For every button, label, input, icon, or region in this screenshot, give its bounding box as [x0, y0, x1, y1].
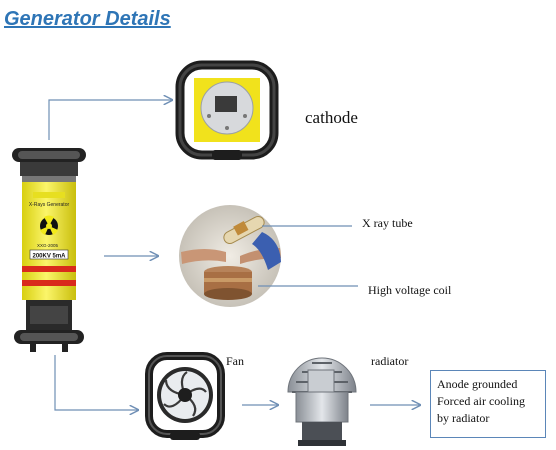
radiator-image	[287, 357, 357, 446]
label-fan: Fan	[226, 354, 244, 368]
xray-generator-image	[12, 148, 86, 352]
label-radiator: radiator	[371, 354, 409, 368]
label-xray-tube: X ray tube	[362, 216, 413, 230]
arrow-to-fan	[54, 355, 138, 410]
label-cathode: cathode	[305, 108, 358, 127]
note-line-3: by radiator	[437, 411, 490, 425]
connector-lines	[48, 100, 420, 410]
note-line-2: Forced air cooling	[437, 394, 525, 408]
device-name-text: X-Rays Generator	[29, 202, 70, 208]
xray-tube-photo	[179, 205, 281, 307]
note-line-1: Anode grounded	[437, 377, 518, 391]
page-title: Generator Details	[4, 8, 171, 30]
cooling-note-box: Anode grounded Forced air cooling by rad…	[430, 370, 546, 438]
fan-image	[145, 352, 225, 440]
arrow-to-cathode	[48, 100, 172, 140]
label-hv-coil: High voltage coil	[368, 283, 452, 297]
device-model-text: XXG-2005	[37, 243, 59, 248]
device-rating-text: 200KV 5mA	[32, 254, 66, 260]
cathode-image	[175, 60, 279, 160]
